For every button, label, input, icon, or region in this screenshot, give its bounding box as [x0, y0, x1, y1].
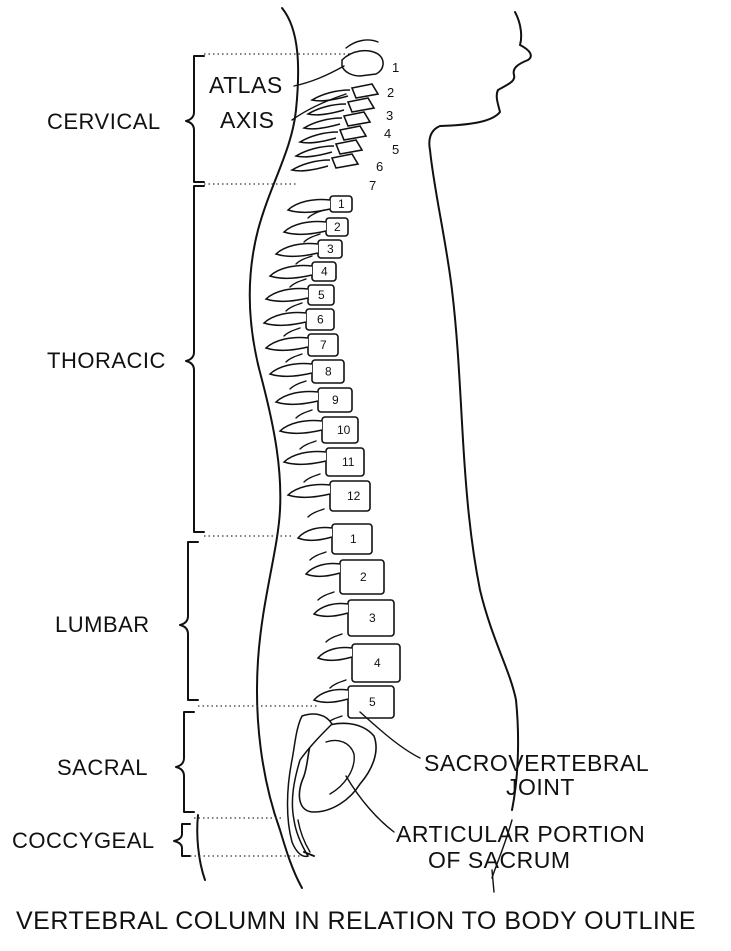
thoracic-articular-process — [286, 354, 302, 362]
thoracic-number: 4 — [321, 265, 328, 279]
atlas-vertebra — [342, 51, 383, 76]
cervical-number: 2 — [387, 85, 394, 100]
thoracic-articular-process — [308, 509, 324, 517]
cervical-vertebra-body — [340, 126, 366, 140]
lumbar-number: 5 — [369, 695, 376, 709]
cervical-vertebra-body — [332, 154, 358, 168]
thoracic-spinous-process — [284, 451, 326, 464]
label-of-sacrum: OF SACRUM — [428, 847, 571, 873]
thoracic-number: 10 — [337, 423, 351, 437]
thoracic-spinous-process — [270, 265, 312, 278]
label-coccygeal: COCCYGEAL — [12, 828, 155, 853]
lower-back-outline — [197, 815, 205, 880]
thoracic-number: 7 — [320, 338, 327, 352]
thoracic-articular-process — [300, 441, 316, 449]
label-axis: AXIS — [220, 107, 274, 133]
cervical-number: 4 — [384, 126, 391, 141]
lumbar-articular-process — [326, 634, 342, 642]
front-outline — [429, 12, 531, 810]
thoracic-articular-process — [290, 381, 306, 389]
thoracic-number: 5 — [318, 288, 325, 302]
label-cervical: CERVICAL — [47, 109, 161, 134]
thoracic-spinous-process — [288, 484, 330, 497]
lumbar-articular-process — [330, 680, 346, 688]
cervical-spinous-process — [304, 118, 342, 129]
figure-caption: VERTEBRAL COLUMN IN RELATION TO BODY OUT… — [16, 907, 696, 935]
label-atlas: ATLAS — [209, 72, 283, 98]
thoracic-number: 3 — [327, 242, 334, 256]
lumbar-articular-process — [318, 592, 334, 600]
cervical-spinous-process — [308, 104, 346, 115]
sacral-bracket — [176, 712, 282, 818]
thoracic-spinous-process — [270, 363, 312, 376]
skull-base — [346, 40, 378, 48]
cervical-number: 3 — [386, 108, 393, 123]
lumbar-number: 1 — [350, 532, 357, 546]
cervical-vertebra-body — [348, 98, 374, 112]
label-lumbar: LUMBAR — [55, 612, 150, 637]
thoracic-articular-process — [290, 279, 306, 287]
thoracic-articular-process — [296, 256, 312, 264]
thoracic-number: 9 — [332, 393, 339, 407]
thoracic-number: 2 — [334, 220, 341, 234]
lumbar-number: 3 — [369, 611, 376, 625]
label-sacrovertebral-joint: JOINT — [506, 774, 575, 800]
atlas-leader — [294, 66, 344, 86]
thoracic-number: 11 — [342, 455, 355, 469]
thoracic-number: 1 — [338, 197, 345, 211]
cervical-vertebra-body — [336, 140, 362, 154]
thoracic-spinous-process — [280, 420, 322, 433]
cervical-spinous-process — [300, 132, 338, 143]
cervical-vertebra-body — [352, 84, 378, 98]
cervical-number: 6 — [376, 159, 383, 174]
cervical-spinous-process — [292, 160, 330, 171]
lumbar-spinous-process — [318, 647, 352, 660]
thoracic-spinous-process — [264, 312, 306, 325]
thoracic-number: 8 — [325, 365, 332, 379]
lumbar-spinous-process — [306, 563, 340, 576]
thoracic-spinous-process — [266, 288, 308, 301]
label-thoracic: THORACIC — [47, 348, 166, 373]
thoracic-articular-process — [296, 410, 312, 418]
lumbar-spinous-process — [314, 603, 348, 616]
cervical-vertebra-body — [344, 112, 370, 126]
label-sacral: SACRAL — [57, 755, 148, 780]
thoracic-number: 6 — [317, 313, 324, 327]
thoracic-articular-process — [284, 328, 300, 336]
thoracic-spinous-process — [266, 337, 308, 350]
lumbar-bracket — [180, 542, 318, 706]
cervical-number: 1 — [392, 60, 399, 75]
cervical-number: 7 — [369, 178, 376, 193]
lumbar-number: 2 — [360, 570, 367, 584]
cervical-spinous-process — [296, 146, 334, 157]
lumbar-spinous-process — [314, 689, 348, 702]
thoracic-articular-process — [304, 474, 320, 482]
thoracic-number: 12 — [347, 489, 361, 503]
thoracic-spinous-process — [284, 221, 326, 234]
lumbar-spinous-process — [298, 527, 332, 540]
thoracic-spinous-process — [276, 243, 318, 256]
label-sacrovertebral: SACROVERTEBRAL — [424, 750, 649, 776]
thoracic-articular-process — [286, 303, 302, 311]
lumbar-articular-process — [310, 552, 326, 560]
cervical-number: 5 — [392, 142, 399, 157]
lumbar-number: 4 — [374, 656, 381, 670]
thoracic-articular-process — [304, 234, 320, 242]
label-articular-portion: ARTICULAR PORTION — [396, 821, 645, 847]
thoracic-spinous-process — [276, 391, 318, 404]
thoracic-bracket — [186, 186, 292, 536]
